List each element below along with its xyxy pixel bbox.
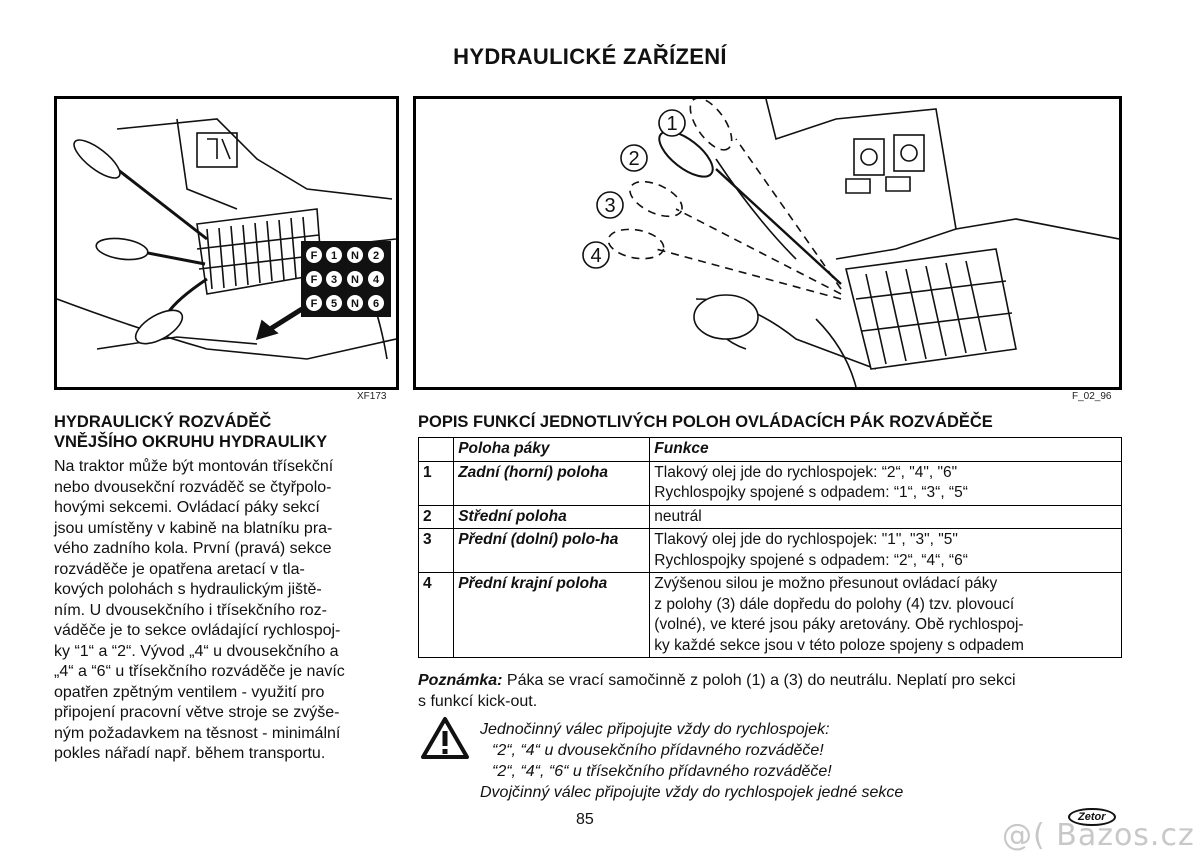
right-figure: 1 2 3 4 <box>413 96 1122 390</box>
callout-4: 4 <box>582 241 610 269</box>
text-line: váděče je to sekce ovládající rychlospoj… <box>54 622 341 639</box>
warning-line-3: “2“, “4“, “6“ u třísekčního přídavného r… <box>492 763 832 780</box>
text-line: hovými sekcemi. Ovládací páky sekcí <box>54 499 320 516</box>
position-name: Zadní (horní) poloha <box>453 460 651 506</box>
text-line: kových polohách s hydraulickým jiště- <box>54 581 322 598</box>
position-number: 3 <box>417 528 455 573</box>
right-figure-code: F_02_96 <box>1072 391 1112 402</box>
svg-text:N: N <box>351 274 359 286</box>
text-line: ným požadavkem na těsnost - minimální <box>54 724 341 742</box>
position-name: Přední krajní poloha <box>453 572 651 658</box>
page-number: 85 <box>576 811 594 828</box>
callout-1: 1 <box>658 109 686 137</box>
text-line: „4“ a “6“ u třísekčního rozváděče je nav… <box>54 663 345 680</box>
svg-text:3: 3 <box>331 274 337 286</box>
right-section-heading: POPIS FUNKCÍ JEDNOTLIVÝCH POLOH OVLÁDACÍ… <box>418 413 993 431</box>
table-header-cell: Funkce <box>649 437 1122 462</box>
svg-text:6: 6 <box>373 298 379 310</box>
function-table: Poloha páky Funkce 1 Zadní (horní) poloh… <box>417 437 1122 658</box>
svg-text:1: 1 <box>666 113 677 135</box>
warning-icon <box>420 716 470 765</box>
svg-text:2: 2 <box>373 250 379 262</box>
lever-illustration: F 1 N 2 F 3 N 4 F 5 N 6 <box>57 118 396 360</box>
svg-text:F: F <box>311 250 318 262</box>
watermark: @( Bazos.cz <box>1002 818 1195 853</box>
position-number: 4 <box>417 572 455 658</box>
position-function: Tlakový olej jde do rychlospojek: "1", "… <box>649 528 1122 573</box>
text-line: ky “1“ a “2“. Vývod „4“ u dvousekčního a <box>54 642 339 660</box>
warning-line-2: “2“, “4“ u dvousekčního přídavného rozvá… <box>492 742 824 759</box>
note: Poznámka: Páka se vrací samočinně z polo… <box>418 671 1122 712</box>
position-function: Tlakový olej jde do rychlospojek: “2“, "… <box>649 460 1122 506</box>
left-body-text: Na traktor může být montován třísekční n… <box>54 457 396 765</box>
position-number: 2 <box>417 504 455 529</box>
text-line: vého zadního kola. První (pravá) sekce <box>54 540 332 557</box>
svg-text:N: N <box>351 298 359 310</box>
svg-text:5: 5 <box>331 298 337 310</box>
callout-3: 3 <box>596 191 624 219</box>
text-line: pokles nářadí např. během transportu. <box>54 745 326 762</box>
text-line: jsou umístěny v kabině na blatníku pra- <box>54 519 333 537</box>
left-figure-code: XF173 <box>357 391 387 402</box>
keypad-row-3: F 5 N 6 <box>306 295 384 311</box>
warning-line-4: Dvojčinný válec připojujte vždy do rychl… <box>480 784 904 801</box>
text-line: ním. U dvousekčního i třísekčního roz- <box>54 601 327 619</box>
text-line: opatřen zpětným ventilem - využití pro <box>54 683 325 701</box>
svg-text:4: 4 <box>590 245 601 267</box>
svg-text:F: F <box>311 274 318 286</box>
position-function: Zvýšenou silou je možno přesunout ovláda… <box>649 572 1122 658</box>
zetor-logo: Zetor <box>1068 808 1116 826</box>
page-title: HYDRAULICKÉ ZAŘÍZENÍ <box>453 44 727 69</box>
text-line: rozváděče je opatřena aretací v tla- <box>54 560 305 578</box>
table-row: 2 Střední poloha neutrál <box>417 504 1122 529</box>
svg-text:N: N <box>351 250 359 262</box>
position-function: neutrál <box>649 504 1122 529</box>
text-line: nebo dvousekční rozváděč se čtyřpolo- <box>54 478 332 496</box>
warning-line-1: Jednočinný válec připojujte vždy do rych… <box>480 721 830 738</box>
note-label: Poznámka: <box>418 672 503 689</box>
table-row: 4 Přední krajní poloha Zvýšenou silou je… <box>417 572 1122 658</box>
position-number: 1 <box>417 460 455 506</box>
svg-text:F: F <box>311 298 318 310</box>
left-figure: F 1 N 2 F 3 N 4 F 5 N 6 <box>54 96 399 390</box>
position-name: Přední (dolní) polo-ha <box>453 528 651 573</box>
keypad-row-1: F 1 N 2 <box>306 247 384 263</box>
table-header-cell: Poloha páky <box>453 437 651 462</box>
table-header-row: Poloha páky Funkce <box>417 437 1122 462</box>
table-header-cell <box>417 437 455 462</box>
keypad-row-2: F 3 N 4 <box>306 271 384 287</box>
note-text: Páka se vrací samočinně z poloh (1) a (3… <box>502 672 1016 689</box>
text-line: Na traktor může být montován třísekční <box>54 458 334 475</box>
svg-text:3: 3 <box>604 195 615 217</box>
svg-text:2: 2 <box>628 148 639 170</box>
table-row: 3 Přední (dolní) polo-ha Tlakový olej jd… <box>417 528 1122 573</box>
note-line-2: s funkcí kick-out. <box>418 692 538 710</box>
position-name: Střední poloha <box>453 504 651 529</box>
left-section-heading: HYDRAULICKÝ ROZVÁDĚČ VNĚJŠÍHO OKRUHU HYD… <box>54 413 328 451</box>
svg-text:4: 4 <box>373 274 380 286</box>
text-line: připojení pracovní větve stroje se zvýše… <box>54 704 340 721</box>
lever-positions-illustration: 1 2 3 4 <box>582 99 1119 387</box>
callout-2: 2 <box>620 144 648 172</box>
svg-text:1: 1 <box>331 250 337 262</box>
table-row: 1 Zadní (horní) poloha Tlakový olej jde … <box>417 460 1122 506</box>
